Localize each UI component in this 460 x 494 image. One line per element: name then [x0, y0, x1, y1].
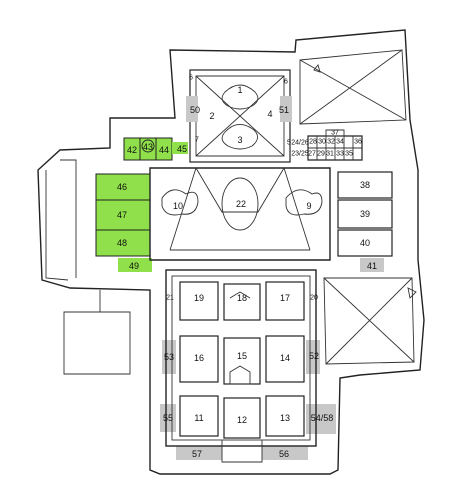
label-room-6-left: 6	[189, 75, 193, 82]
label-room-35: 35	[345, 151, 353, 158]
label-room-16: 16	[194, 353, 204, 363]
label-room-54-58: 54/58	[311, 413, 334, 423]
label-room-2: 2	[209, 111, 214, 121]
label-room-19: 19	[194, 293, 204, 303]
label-room-46: 46	[117, 182, 127, 192]
highlighted-rooms	[95, 137, 188, 272]
label-room-33: 33	[336, 151, 344, 158]
label-room-51: 51	[279, 105, 289, 115]
label-room-31: 31	[326, 151, 334, 158]
shade-51	[280, 96, 292, 122]
central-hall	[149, 167, 331, 261]
shade-54-58	[306, 404, 336, 434]
label-room-52: 52	[309, 351, 319, 361]
label-room-57: 57	[192, 449, 202, 459]
label-room-28: 28	[309, 139, 317, 146]
room-49	[118, 258, 152, 272]
south-block	[165, 269, 317, 463]
label-room-40: 40	[360, 238, 370, 248]
east-rooms	[337, 171, 393, 257]
label-room-14: 14	[280, 353, 290, 363]
label-room-39: 39	[360, 209, 370, 219]
label-room-47: 47	[117, 210, 127, 220]
label-room-15: 15	[237, 351, 247, 361]
label-room-9: 9	[306, 201, 311, 211]
label-room-49: 49	[129, 261, 139, 271]
shade-50	[186, 96, 198, 122]
label-room-4: 4	[267, 109, 272, 119]
label-room-20: 20	[310, 295, 318, 302]
courtyard-north	[189, 69, 291, 163]
label-room-5: 5	[287, 140, 291, 147]
label-room-18: 18	[237, 293, 247, 303]
label-room-27: 27	[308, 151, 316, 158]
label-room-11: 11	[194, 413, 203, 423]
label-room-56: 56	[279, 449, 289, 459]
label-room-34: 34	[336, 139, 344, 146]
room-47	[95, 199, 151, 231]
label-room-24-26: 24/26	[291, 140, 309, 147]
label-room-6-right: 6	[284, 79, 288, 86]
label-room-42: 42	[127, 145, 137, 155]
small-rooms-block	[307, 129, 363, 161]
label-room-43: 43	[143, 142, 153, 152]
label-room-23-25: 23/25	[291, 151, 309, 158]
room-labels: 1 2 3 4 5 6 6 7 9 10 11 12 13 14 15 16 1…	[117, 75, 377, 460]
label-room-29: 29	[317, 151, 325, 158]
label-room-10: 10	[173, 201, 183, 211]
label-room-38: 38	[360, 180, 370, 190]
label-room-1: 1	[237, 85, 242, 95]
label-room-55: 55	[163, 413, 173, 423]
label-room-12: 12	[237, 415, 247, 425]
label-room-3: 3	[237, 135, 242, 145]
room-45	[172, 142, 188, 154]
label-room-37: 37	[331, 130, 339, 137]
shade-41	[360, 258, 384, 272]
outer-walls	[37, 29, 425, 475]
shade-56	[262, 446, 308, 460]
label-room-44: 44	[159, 145, 169, 155]
label-room-53: 53	[164, 352, 174, 362]
label-room-48: 48	[117, 238, 127, 248]
label-room-30: 30	[318, 139, 326, 146]
label-room-36: 36	[354, 139, 362, 146]
label-room-50: 50	[190, 105, 200, 115]
label-room-7: 7	[195, 137, 199, 144]
shade-57	[176, 446, 222, 460]
label-room-41: 41	[367, 261, 377, 271]
label-room-21: 21	[166, 295, 174, 302]
label-room-32: 32	[327, 139, 335, 146]
label-room-45: 45	[177, 144, 187, 154]
label-room-17: 17	[280, 293, 290, 303]
label-room-13: 13	[280, 413, 290, 423]
label-room-22: 22	[236, 199, 246, 209]
